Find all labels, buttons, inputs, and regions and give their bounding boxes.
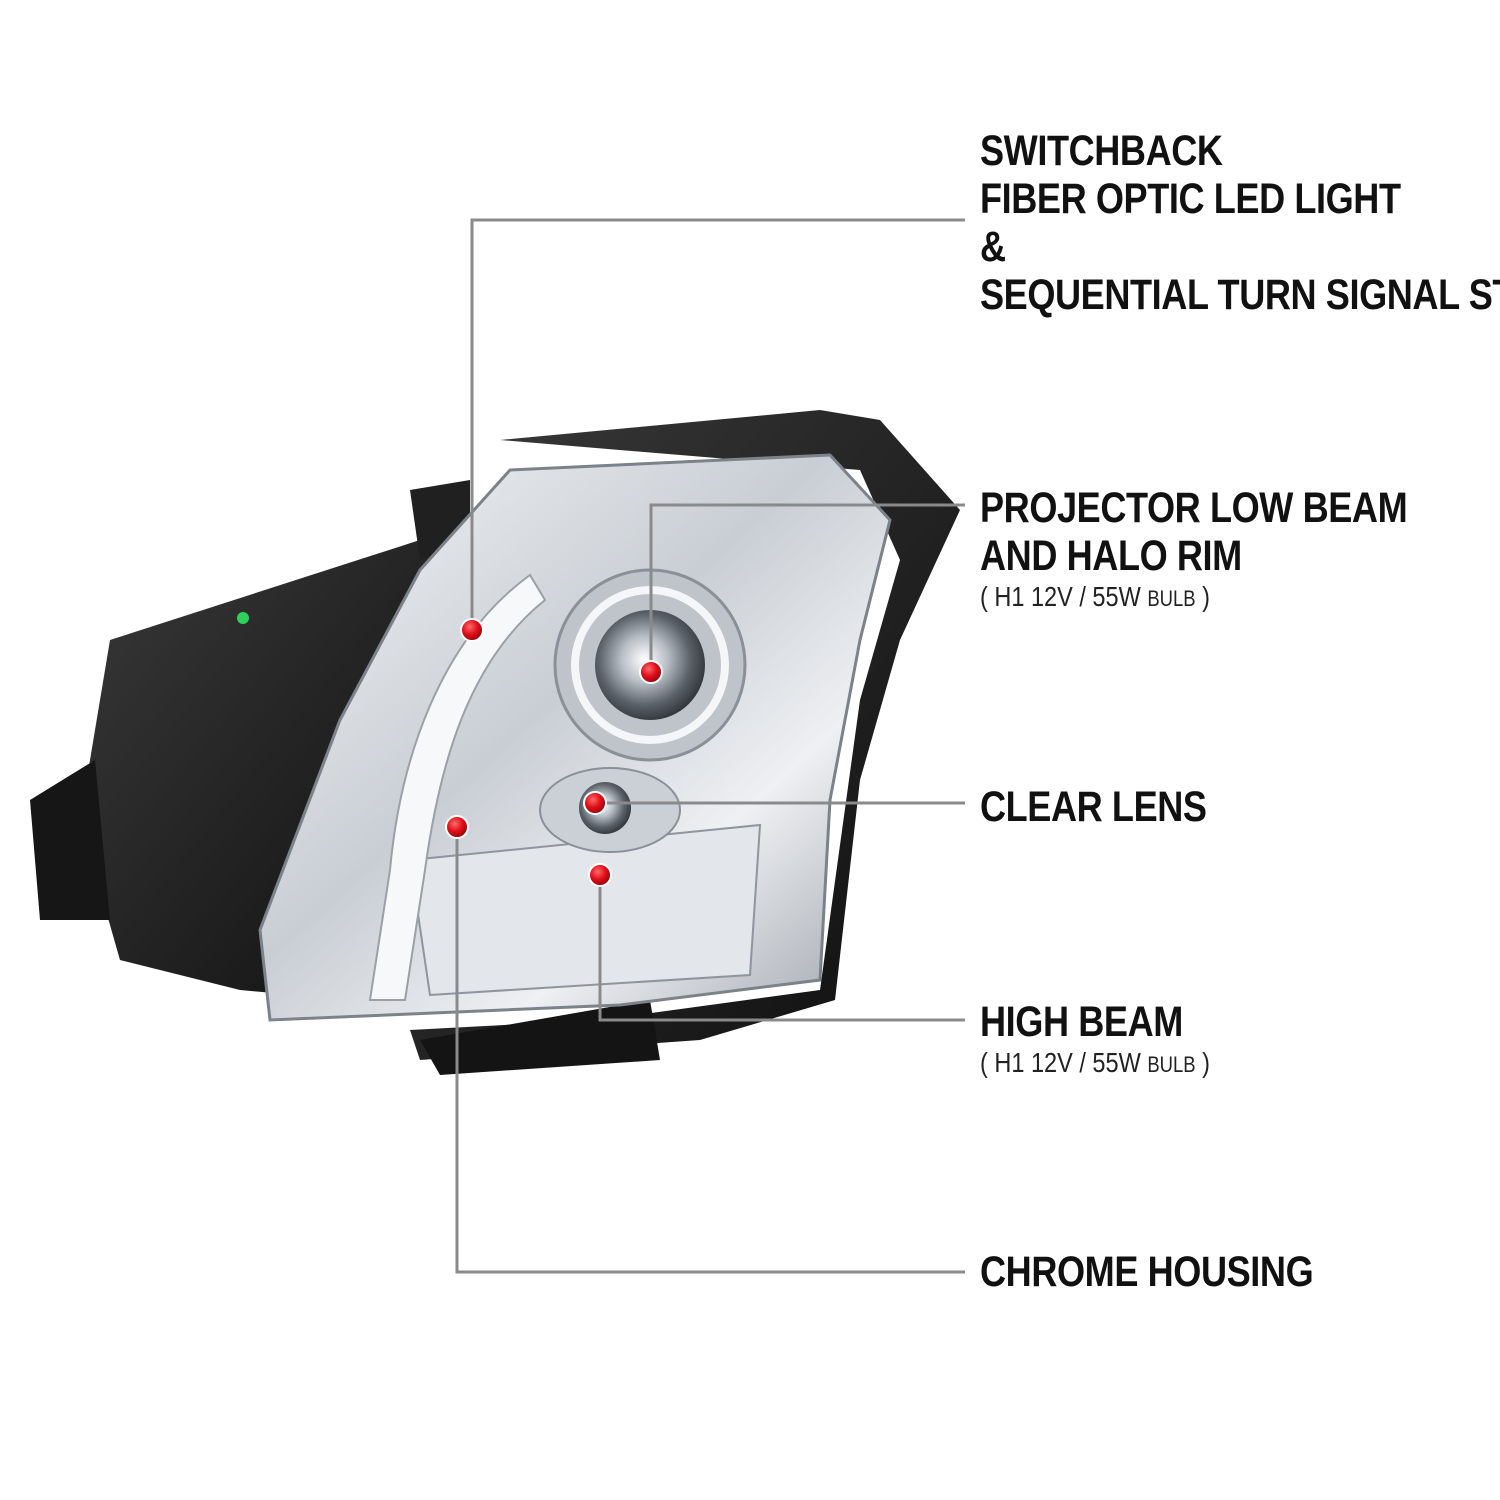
callout-line: SWITCHBACK [980,127,1223,175]
outer-bezel [410,410,960,1060]
callout-line: CHROME HOUSING [980,1248,1314,1296]
marker-high-beam-dot [588,863,612,887]
callout-line: AND HALO RIM [980,532,1242,580]
spec-open-paren: ( [980,581,988,612]
callout-high-beam-label: HIGH BEAM ( H1 12V / 55W BULB ) [980,998,1210,1082]
callout-line: PROJECTOR LOW BEAM [980,484,1408,532]
marker-switchback-dot [460,618,484,642]
spec-close-paren: ) [1202,581,1210,612]
spec-unit: BULB [1147,1052,1196,1077]
callout-line: CLEAR LENS [980,783,1207,831]
callout-line: HIGH BEAM [980,998,1183,1046]
marker-chrome-housing-dot [445,815,469,839]
callout-line: SEQUENTIAL TURN SIGNAL STRIP [980,271,1500,319]
callout-line: FIBER OPTIC LED LIGHT [980,175,1401,223]
fiber-optic-strip [368,573,547,1001]
spec-value: H1 12V / 55W [994,581,1141,612]
callout-bulb-spec: ( H1 12V / 55W BULB ) [980,580,1407,616]
callout-chrome-housing-label: CHROME HOUSING [980,1248,1314,1296]
callout-line: & [980,223,1006,271]
marker-projector-dot [639,660,663,684]
spec-value: H1 12V / 55W [994,1047,1141,1078]
callout-clear-lens-label: CLEAR LENS [980,783,1207,831]
callout-bulb-spec: ( H1 12V / 55W BULB ) [980,1046,1210,1082]
spec-unit: BULB [1147,586,1196,611]
marker-clear-lens-dot [583,791,607,815]
leader-lines [455,218,965,1274]
status-led-icon [237,612,249,624]
spec-open-paren: ( [980,1047,988,1078]
spec-close-paren: ) [1202,1047,1210,1078]
callout-projector-label: PROJECTOR LOW BEAM AND HALO RIM ( H1 12V… [980,484,1408,616]
callout-switchback-label: SWITCHBACK FIBER OPTIC LED LIGHT & SEQUE… [980,127,1500,319]
high-beam-reflector [539,767,681,853]
